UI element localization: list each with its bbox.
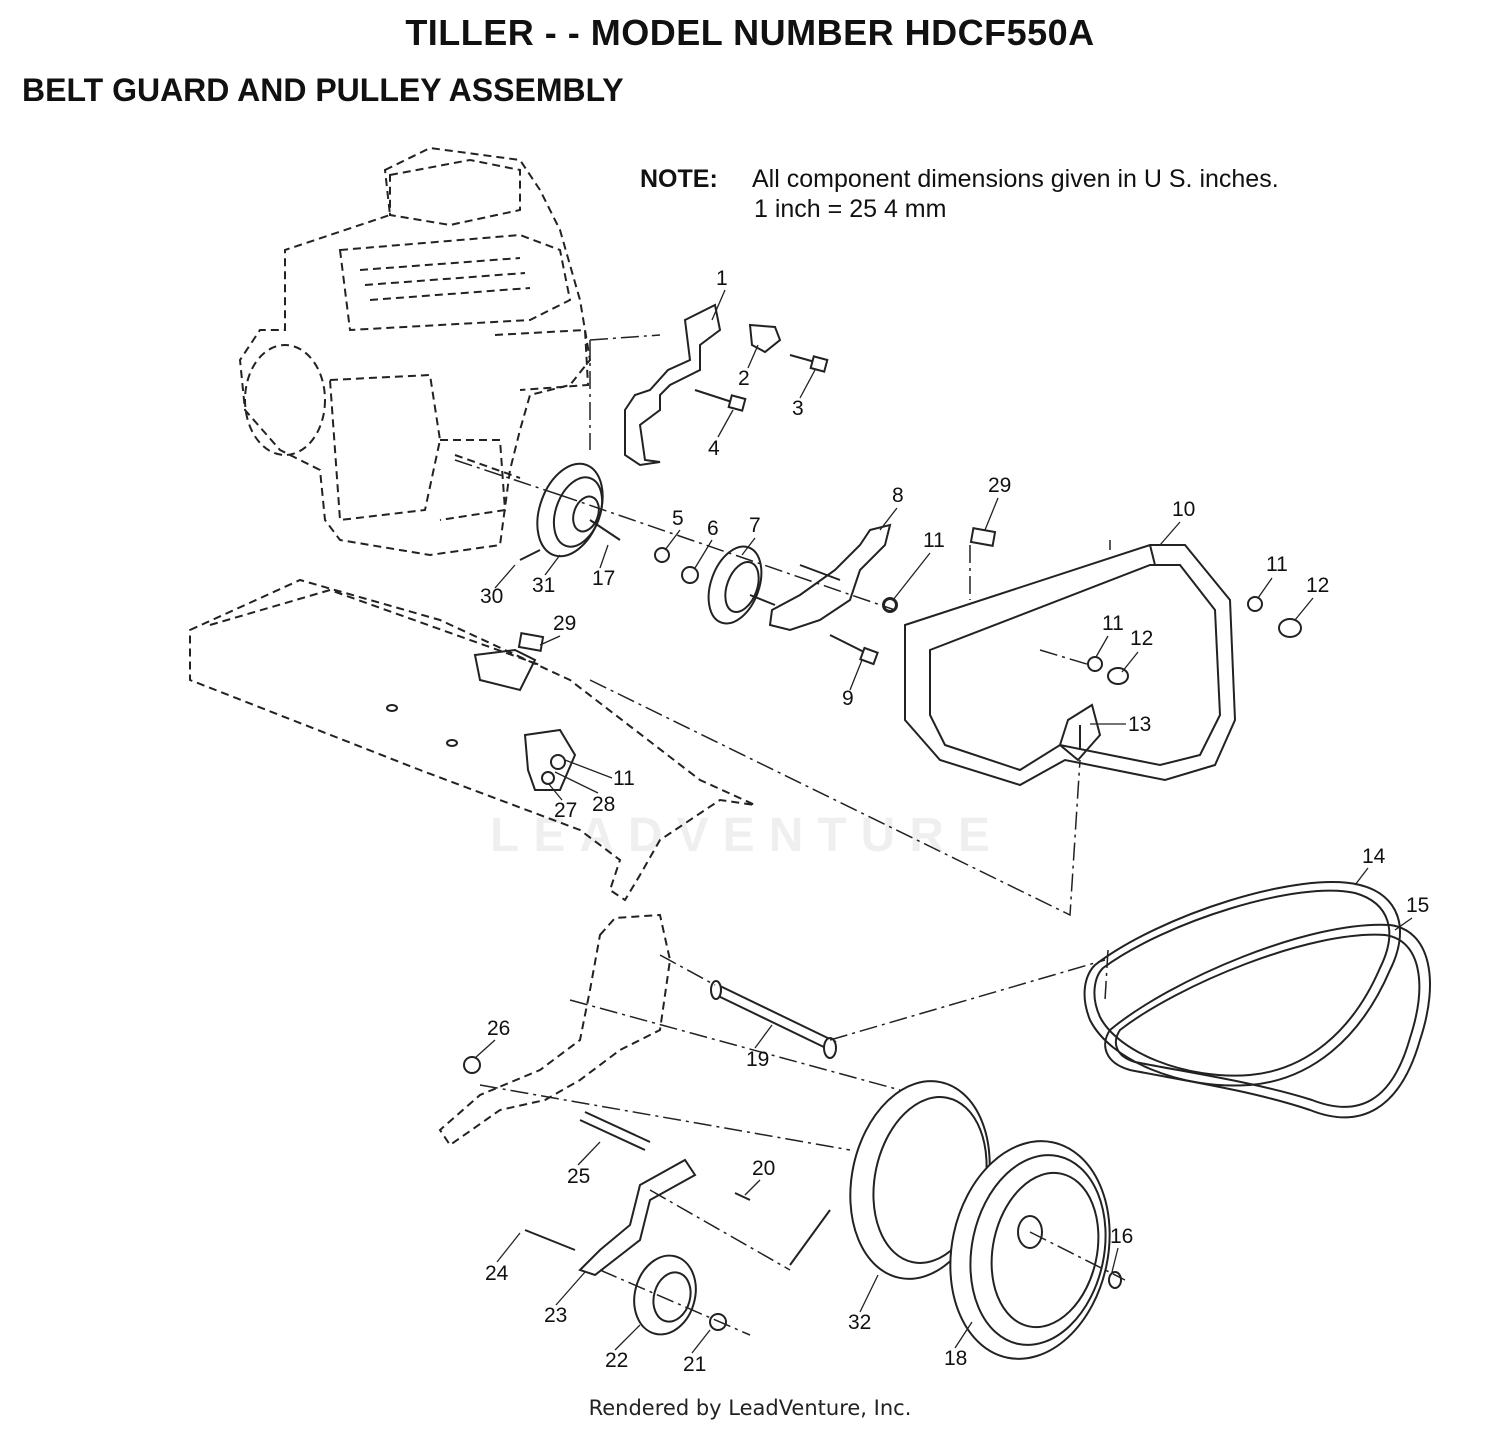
callout-part-11-a: 11 [923, 529, 945, 552]
callout-part-20: 20 [752, 1157, 775, 1180]
callout-part-18: 18 [944, 1347, 967, 1370]
lower-bracket [438, 913, 672, 1147]
belt-guard [904, 544, 1237, 787]
guard-hardware [883, 527, 1302, 762]
callout-part-6: 6 [707, 517, 719, 540]
callout-part-32: 32 [848, 1311, 871, 1334]
callout-part-1: 1 [716, 267, 728, 290]
callout-part-27: 27 [554, 799, 577, 822]
callout-part-15: 15 [1406, 894, 1429, 917]
shafts [463, 980, 837, 1151]
callout-part-11-b: 11 [1266, 553, 1288, 576]
callout-part-9: 9 [842, 687, 854, 710]
callout-part-23: 23 [544, 1304, 567, 1327]
tiller-frame [189, 578, 756, 902]
callout-part-3: 3 [792, 397, 804, 420]
callout-part-13: 13 [1128, 713, 1151, 736]
callout-part-24: 24 [485, 1262, 509, 1285]
callout-part-17: 17 [592, 567, 615, 590]
callout-leaders [474, 289, 1413, 1354]
footer-credit: Rendered by LeadVenture, Inc. [588, 1396, 912, 1420]
callout-part-10: 10 [1172, 498, 1195, 521]
callout-part-12-b: 12 [1130, 627, 1153, 650]
callout-part-29-upper: 29 [988, 474, 1011, 497]
callout-part-5: 5 [672, 507, 684, 530]
callout-part-22: 22 [605, 1349, 628, 1372]
callout-part-28: 28 [592, 793, 615, 816]
dimension-note: NOTE: All component dimensions given in U… [640, 164, 1279, 224]
note-label: NOTE: [640, 165, 718, 193]
part-callouts: 1 2 3 4 5 6 7 8 29 10 11 11 12 12 11 13 … [480, 267, 1429, 1376]
note-line-2: 1 inch = 25 4 mm [754, 195, 947, 223]
idler-arm [768, 523, 898, 666]
callout-part-29-lower: 29 [553, 612, 576, 635]
callout-part-7: 7 [749, 514, 761, 537]
callout-part-31: 31 [532, 574, 555, 597]
assembly-centerlines [454, 334, 1126, 1336]
engine-pulley [519, 462, 621, 561]
engine-outline [238, 146, 592, 557]
callout-part-4: 4 [708, 437, 720, 460]
callout-part-12-a: 12 [1306, 574, 1329, 597]
transmission-pulleys [849, 1080, 1111, 1360]
page-title: TILLER - - MODEL NUMBER HDCF550A [405, 12, 1095, 53]
callout-part-19: 19 [746, 1048, 769, 1071]
callout-part-21: 21 [683, 1353, 706, 1376]
callout-part-25: 25 [567, 1165, 590, 1188]
note-line-1: All component dimensions given in U S. i… [752, 165, 1279, 193]
callout-part-11-c: 11 [1102, 612, 1124, 635]
callout-part-8: 8 [892, 484, 904, 507]
idler-pulley-assembly [654, 545, 776, 625]
drive-belts [1083, 881, 1431, 1119]
callout-part-16: 16 [1110, 1225, 1133, 1248]
callout-part-26: 26 [487, 1017, 510, 1040]
callout-part-30: 30 [480, 585, 503, 608]
callout-part-11-d: 11 [613, 767, 635, 790]
belt-guard-bracket [624, 303, 829, 467]
callout-part-14: 14 [1362, 845, 1386, 868]
section-title: BELT GUARD AND PULLEY ASSEMBLY [22, 72, 624, 108]
callout-part-2: 2 [738, 367, 750, 390]
lower-idler-assembly [524, 1158, 1122, 1336]
